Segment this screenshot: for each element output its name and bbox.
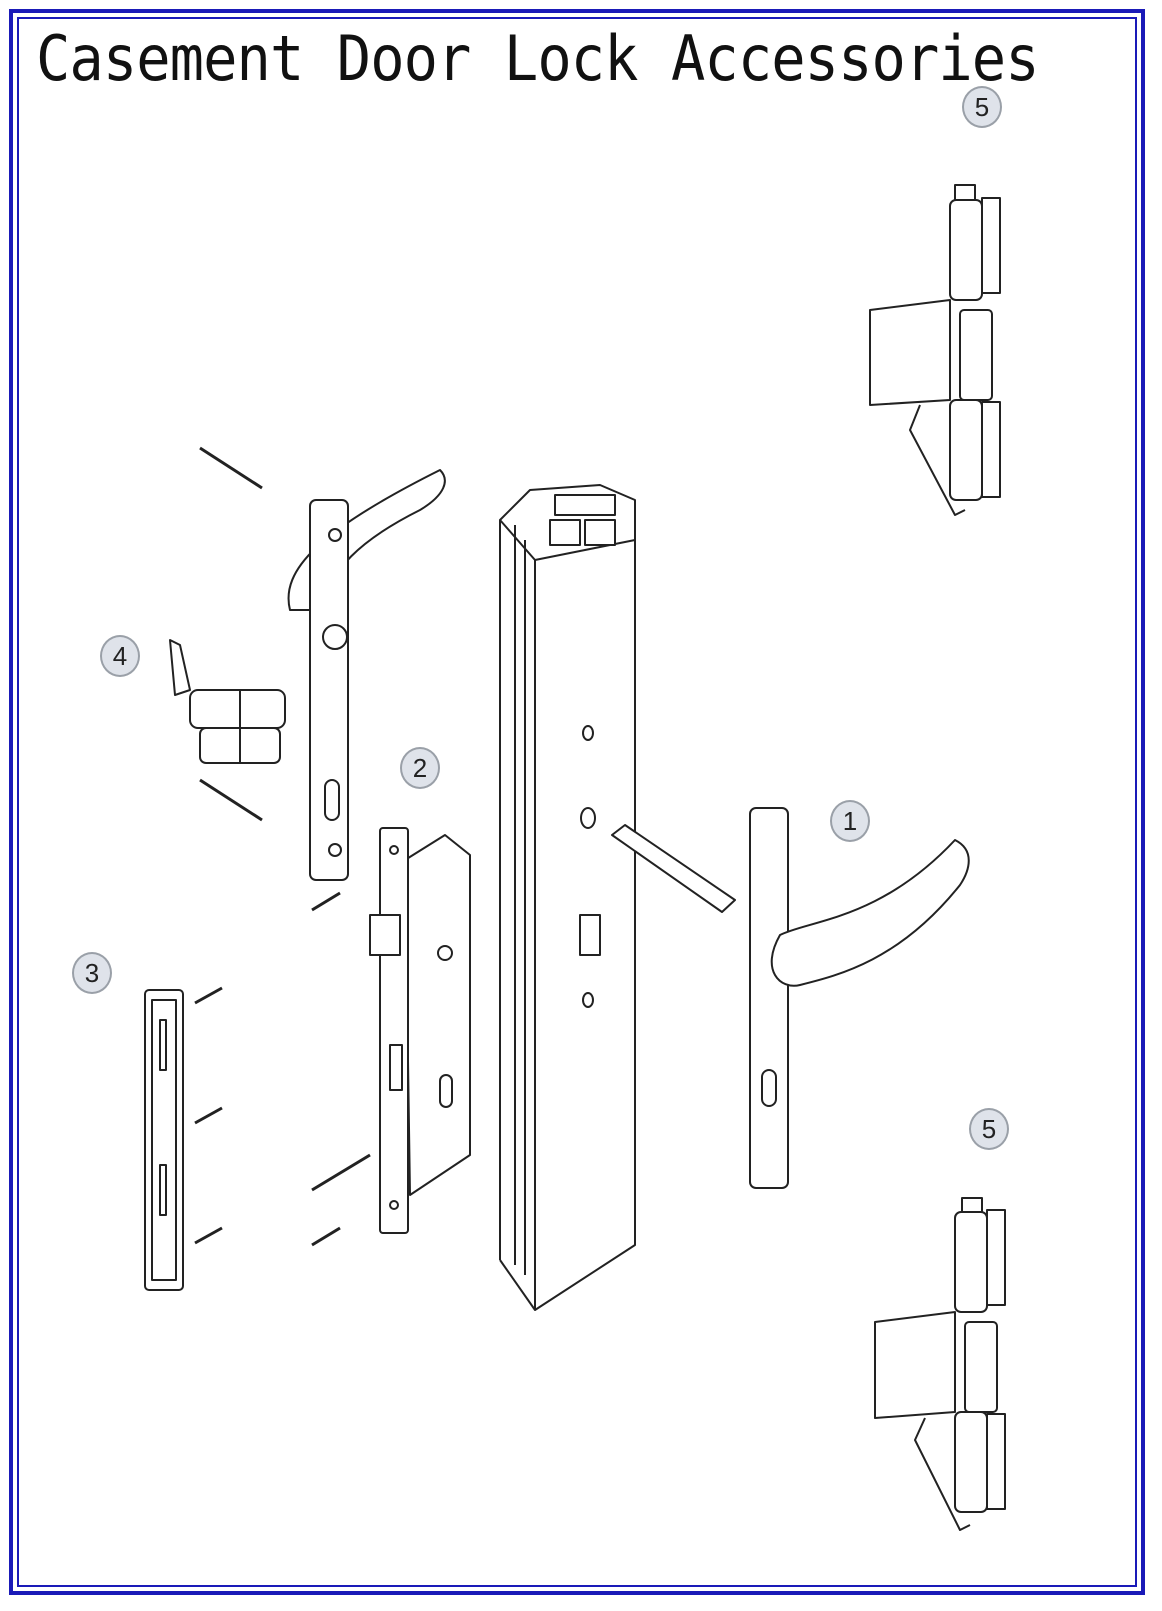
callout-5-hinge-bottom: 5 xyxy=(969,1108,1009,1150)
mortise-lock-2 xyxy=(369,827,471,1234)
hinge-top xyxy=(869,184,1001,516)
spindle xyxy=(611,824,736,913)
inner-border xyxy=(17,17,1137,1587)
euro-cylinder xyxy=(169,639,286,764)
callout-2-mortise-lock: 2 xyxy=(400,747,440,789)
callout-5-hinge-top: 5 xyxy=(962,86,1002,128)
callout-1-handle-set: 1 xyxy=(830,800,870,842)
diagram-title: Casement Door Lock Accessories xyxy=(36,22,1040,95)
callout-4-cylinder: 4 xyxy=(100,635,140,677)
outer-border xyxy=(9,9,1145,1595)
handle-set-1 xyxy=(749,807,970,1189)
hinge-bottom xyxy=(874,1197,1006,1531)
screws xyxy=(194,446,371,1247)
door-profile xyxy=(499,484,636,1311)
strike-plate-3 xyxy=(144,989,184,1291)
handle-back-plate xyxy=(287,469,446,881)
callout-3-strike-plate: 3 xyxy=(72,952,112,994)
